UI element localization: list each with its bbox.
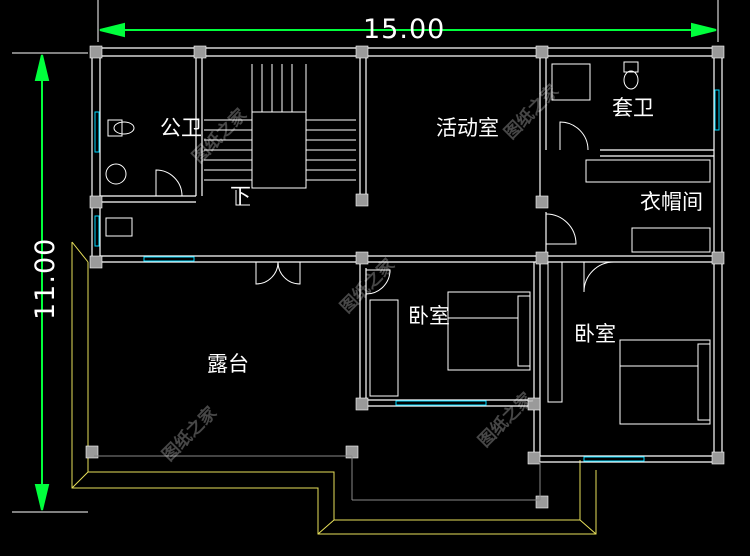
fixtures [105,61,639,237]
terrace-railing [94,455,541,501]
terrace-outline [71,241,597,535]
room-label-bedroom-right: 卧室 [574,322,616,346]
room-label-terrace: 露台 [207,352,249,376]
windows [94,89,720,462]
dimension-lines [34,22,717,511]
room-label-public-bath: 公卫 [160,116,202,140]
room-label-activity-room: 活动室 [436,116,499,140]
room-label-bedroom-left: 卧室 [408,304,450,328]
structural-columns [85,45,725,509]
staircase [204,64,356,206]
doors [155,121,615,295]
width-dimension: 15.00 [363,14,446,45]
beds [447,291,711,425]
wardrobes [369,159,711,403]
stair-down-label: 下 [230,184,251,208]
extension-lines [12,0,719,513]
room-label-master-bath: 套卫 [612,96,654,120]
height-dimension: 11.00 [30,237,61,320]
room-label-cloakroom: 衣帽间 [640,190,703,214]
